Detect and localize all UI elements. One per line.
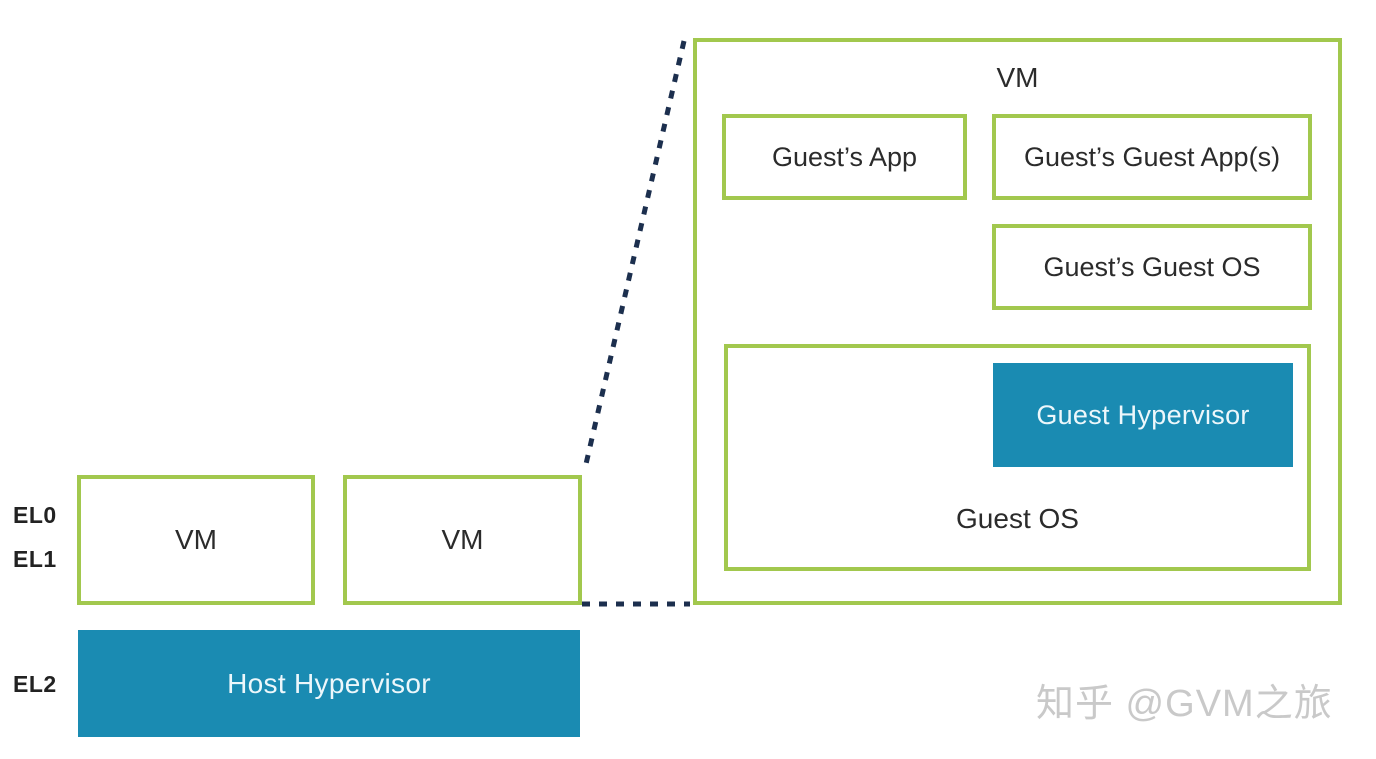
vm-box-1: VM bbox=[77, 475, 315, 605]
vm-detail-box: VM Guest’s App Guest’s Guest App(s) Gues… bbox=[693, 38, 1342, 605]
guest-app-box: Guest’s App bbox=[722, 114, 967, 200]
guest-app-label: Guest’s App bbox=[771, 141, 918, 172]
host-hypervisor-label: Host Hypervisor bbox=[227, 667, 431, 699]
guest-guest-apps-box: Guest’s Guest App(s) bbox=[992, 114, 1312, 200]
vm-box-1-label: VM bbox=[175, 524, 217, 555]
watermark: 知乎 @GVM之旅 bbox=[1036, 683, 1333, 725]
zoom-connector-diagonal-line bbox=[583, 40, 687, 465]
guest-hypervisor-box: Guest Hypervisor bbox=[993, 363, 1293, 467]
el2-label: EL2 bbox=[13, 671, 57, 697]
host-hypervisor-box: Host Hypervisor bbox=[78, 630, 580, 737]
el1-label: EL1 bbox=[13, 546, 57, 572]
vm-detail-title: VM bbox=[996, 62, 1039, 93]
el0-label: EL0 bbox=[13, 502, 57, 528]
guest-guest-apps-label: Guest’s Guest App(s) bbox=[1023, 141, 1281, 172]
vm-box-2-label: VM bbox=[441, 524, 484, 555]
vm-box-2: VM bbox=[343, 475, 582, 605]
guest-os-box: Guest Hypervisor Guest OS bbox=[724, 344, 1311, 571]
guest-os-label: Guest OS bbox=[956, 503, 1079, 534]
guest-guest-os-box: Guest’s Guest OS bbox=[992, 224, 1312, 310]
guest-guest-os-label: Guest’s Guest OS bbox=[1043, 251, 1261, 282]
guest-hypervisor-label: Guest Hypervisor bbox=[1036, 399, 1250, 430]
